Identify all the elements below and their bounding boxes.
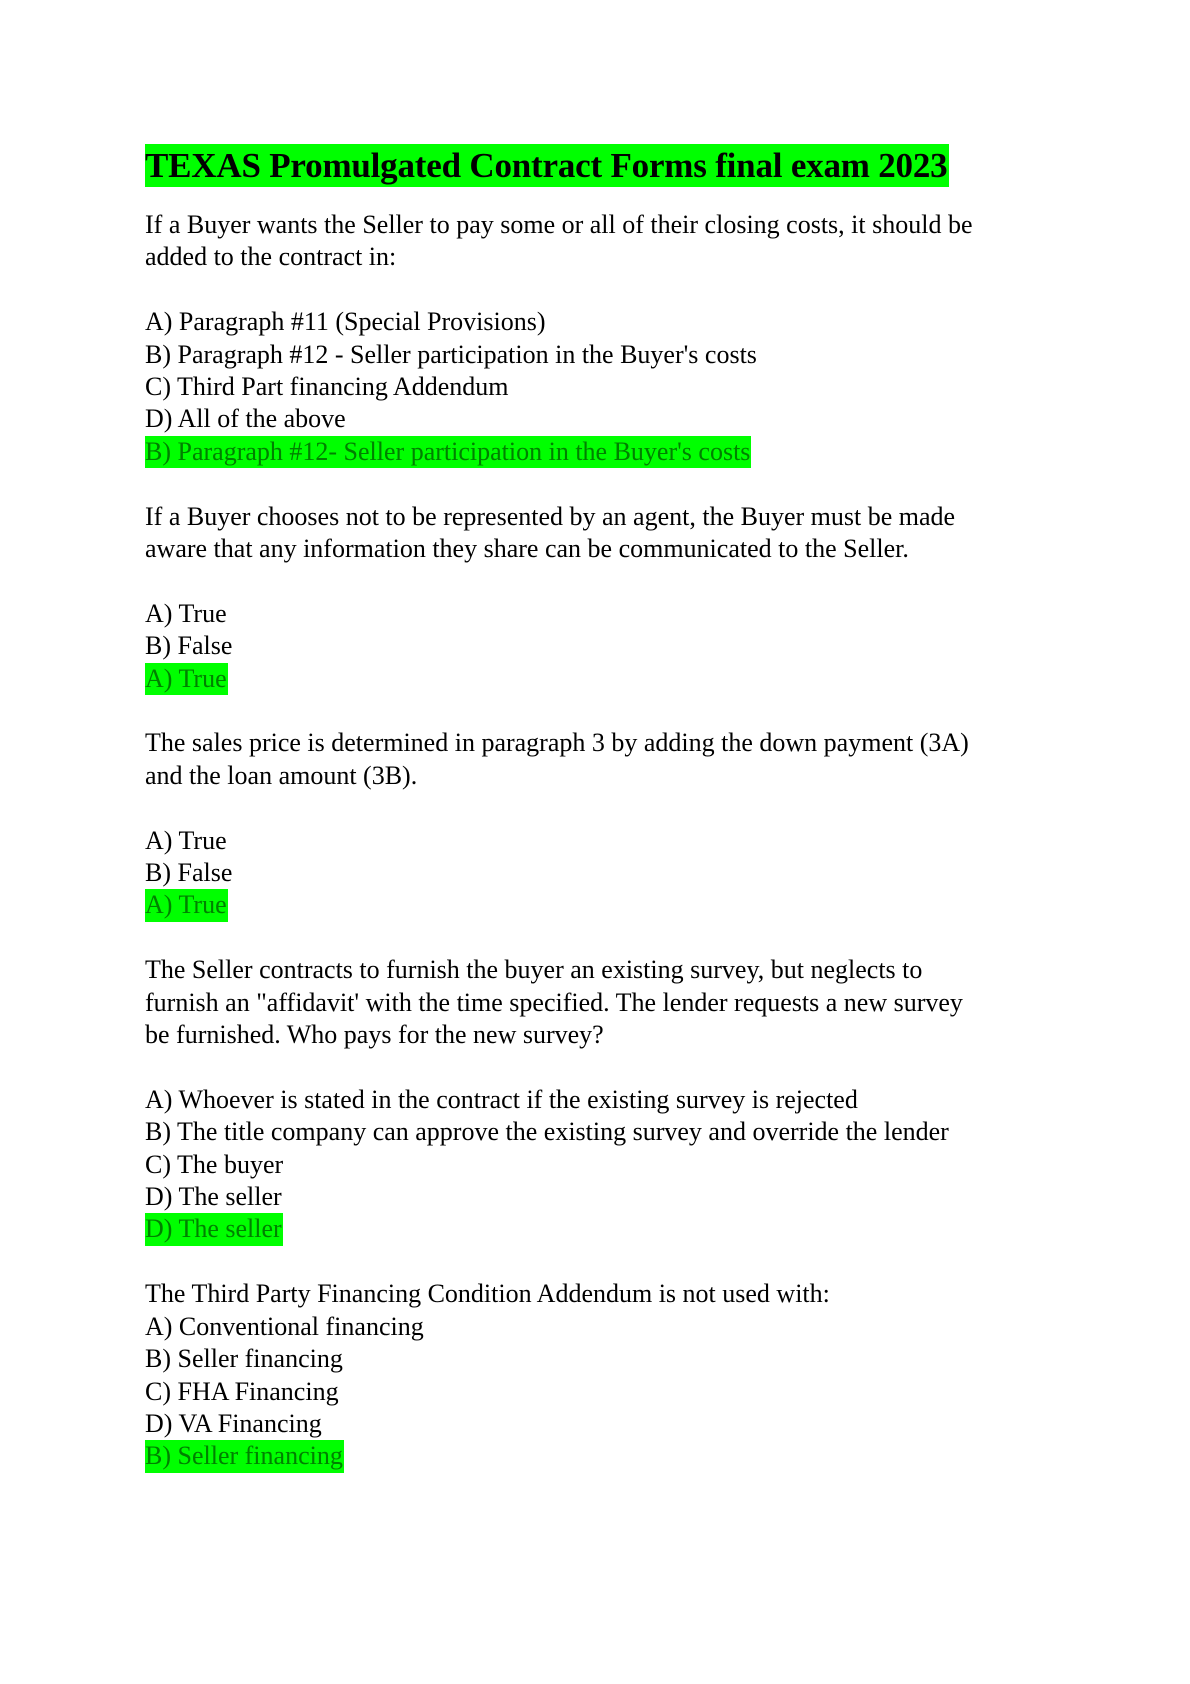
question-3: The sales price is determined in paragra… bbox=[145, 727, 1045, 922]
option-b: B) The title company can approve the exi… bbox=[145, 1117, 949, 1147]
option-c: C) FHA Financing bbox=[145, 1376, 339, 1406]
option-a: A) Whoever is stated in the contract if … bbox=[145, 1084, 858, 1114]
spacer bbox=[145, 274, 1045, 306]
option-d: D) All of the above bbox=[145, 404, 346, 434]
question-line: If a Buyer chooses not to be represented… bbox=[145, 501, 956, 531]
question-5: The Third Party Financing Condition Adde… bbox=[145, 1278, 1045, 1473]
option-d: D) VA Financing bbox=[145, 1408, 322, 1438]
option-b: B) Seller financing bbox=[145, 1344, 343, 1374]
option-b: B) False bbox=[145, 631, 233, 661]
spacer bbox=[145, 565, 1045, 597]
question-line: The sales price is determined in paragra… bbox=[145, 728, 969, 758]
answer-row: D) The seller bbox=[145, 1213, 1045, 1246]
question-line: furnish an "affidavit' with the time spe… bbox=[145, 987, 963, 1017]
question-text: The sales price is determined in paragra… bbox=[145, 727, 1045, 792]
question-text: The Third Party Financing Condition Adde… bbox=[145, 1278, 1045, 1310]
question-line: added to the contract in: bbox=[145, 242, 397, 272]
highlighted-answer: B) Seller financing bbox=[145, 1440, 344, 1473]
options-list: A) True B) False bbox=[145, 598, 1045, 663]
question-4: The Seller contracts to furnish the buye… bbox=[145, 954, 1045, 1246]
option-b: B) False bbox=[145, 858, 233, 888]
highlighted-answer: D) The seller bbox=[145, 1213, 283, 1246]
option-a: A) True bbox=[145, 825, 227, 855]
question-text: If a Buyer wants the Seller to pay some … bbox=[145, 209, 1045, 274]
options-list: A) Conventional financing B) Seller fina… bbox=[145, 1311, 1045, 1441]
question-line: be furnished. Who pays for the new surve… bbox=[145, 1020, 604, 1050]
question-text: The Seller contracts to furnish the buye… bbox=[145, 954, 1045, 1051]
option-c: C) The buyer bbox=[145, 1149, 284, 1179]
question-line: The Third Party Financing Condition Adde… bbox=[145, 1279, 830, 1309]
spacer bbox=[145, 922, 1045, 954]
spacer bbox=[145, 1246, 1045, 1278]
question-line: The Seller contracts to furnish the buye… bbox=[145, 955, 923, 985]
options-list: A) Paragraph #11 (Special Provisions) B)… bbox=[145, 306, 1045, 436]
options-list: A) True B) False bbox=[145, 825, 1045, 890]
question-line: and the loan amount (3B). bbox=[145, 760, 418, 790]
question-line: If a Buyer wants the Seller to pay some … bbox=[145, 210, 973, 239]
option-a: A) True bbox=[145, 598, 227, 628]
answer-row: A) True bbox=[145, 889, 1045, 922]
highlighted-answer: A) True bbox=[145, 889, 228, 922]
answer-row: B) Paragraph #12- Seller participation i… bbox=[145, 435, 1045, 469]
option-b: B) Paragraph #12 - Seller participation … bbox=[145, 339, 757, 369]
highlighted-answer: A) True bbox=[145, 662, 228, 696]
question-2: If a Buyer chooses not to be represented… bbox=[145, 501, 1045, 696]
question-line: aware that any information they share ca… bbox=[145, 534, 909, 564]
highlighted-answer: B) Paragraph #12- Seller participation i… bbox=[145, 435, 752, 469]
options-list: A) Whoever is stated in the contract if … bbox=[145, 1084, 1045, 1214]
spacer bbox=[145, 468, 1045, 500]
option-d: D) The seller bbox=[145, 1182, 282, 1212]
answer-row: B) Seller financing bbox=[145, 1440, 1045, 1473]
option-c: C) Third Part financing Addendum bbox=[145, 372, 509, 402]
answer-row: A) True bbox=[145, 662, 1045, 696]
spacer bbox=[145, 695, 1045, 727]
question-1: If a Buyer wants the Seller to pay some … bbox=[145, 209, 1045, 469]
question-text: If a Buyer chooses not to be represented… bbox=[145, 501, 1045, 566]
option-a: A) Paragraph #11 (Special Provisions) bbox=[145, 307, 546, 337]
option-a: A) Conventional financing bbox=[145, 1311, 424, 1341]
document-page: TEXAS Promulgated Contract Forms final e… bbox=[145, 144, 1045, 1473]
document-title: TEXAS Promulgated Contract Forms final e… bbox=[145, 144, 950, 187]
spacer bbox=[145, 187, 1045, 209]
spacer bbox=[145, 792, 1045, 824]
spacer bbox=[145, 1051, 1045, 1083]
